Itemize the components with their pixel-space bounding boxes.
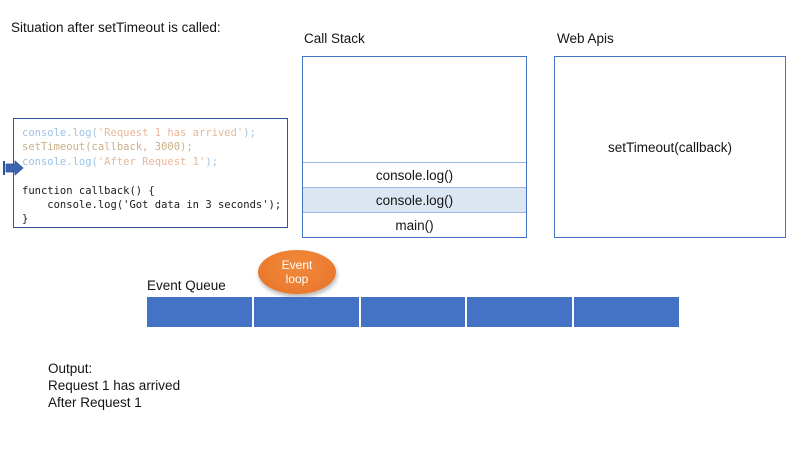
output-line: After Request 1 (48, 395, 142, 410)
event-queue-cell (574, 297, 679, 327)
code-line (22, 169, 281, 183)
event-loop-ellipse: Event loop (258, 250, 336, 294)
call-stack-frame: console.log() (303, 162, 526, 187)
code-line: console.log('Request 1 has arrived'); (22, 126, 281, 140)
call-stack-title: Call Stack (304, 31, 365, 46)
code-line-text: function callback() { (22, 184, 155, 197)
web-apis-box: setTimeout(callback) (554, 56, 786, 238)
code-line: setTimeout(callback, 3000); (22, 140, 281, 154)
output-line: Request 1 has arrived (48, 378, 181, 393)
output-block: Output: Request 1 has arrived After Requ… (48, 360, 180, 411)
call-stack-box: console.log() console.log() main() (302, 56, 527, 238)
code-listing: console.log('Request 1 has arrived');set… (22, 126, 281, 227)
code-token-string: 'After Request 1' (97, 155, 206, 168)
event-queue-bar (147, 297, 679, 327)
event-queue-title: Event Queue (147, 278, 226, 293)
code-line-text: setTimeout(callback, 3000); (22, 141, 193, 154)
event-queue-cell (467, 297, 575, 327)
call-stack-frame: main() (303, 212, 526, 237)
code-token-call: console.log( (22, 155, 98, 168)
call-stack-empty-space (303, 57, 526, 162)
code-token-tail: ); (243, 127, 256, 139)
code-line-text: console.log('Got data in 3 seconds'); (22, 199, 282, 212)
call-stack-frame-active: console.log() (303, 187, 526, 212)
execution-pointer-right-arrow-icon (3, 160, 24, 176)
code-token-string: 'Request 1 has arrived' (97, 127, 244, 139)
code-panel: console.log('Request 1 has arrived');set… (13, 118, 288, 228)
code-line-text: } (22, 213, 29, 226)
code-line: console.log('Got data in 3 seconds'); (22, 198, 281, 212)
web-apis-item: setTimeout(callback) (607, 139, 733, 155)
code-token-call: console.log( (22, 127, 98, 139)
event-queue-cell (147, 297, 254, 327)
code-line: console.log('After Request 1'); (22, 155, 281, 169)
event-queue-cell (253, 297, 361, 327)
event-loop-label-line2: loop (285, 272, 309, 286)
page-title: Situation after setTimeout is called: (11, 20, 221, 35)
web-apis-title: Web Apis (557, 31, 614, 46)
event-queue-cell (360, 297, 468, 327)
output-label: Output: (48, 361, 93, 376)
code-line: function callback() { (22, 184, 281, 198)
event-loop-label-line1: Event (281, 258, 313, 272)
code-token-tail: ); (205, 155, 218, 168)
code-line: } (22, 212, 281, 226)
